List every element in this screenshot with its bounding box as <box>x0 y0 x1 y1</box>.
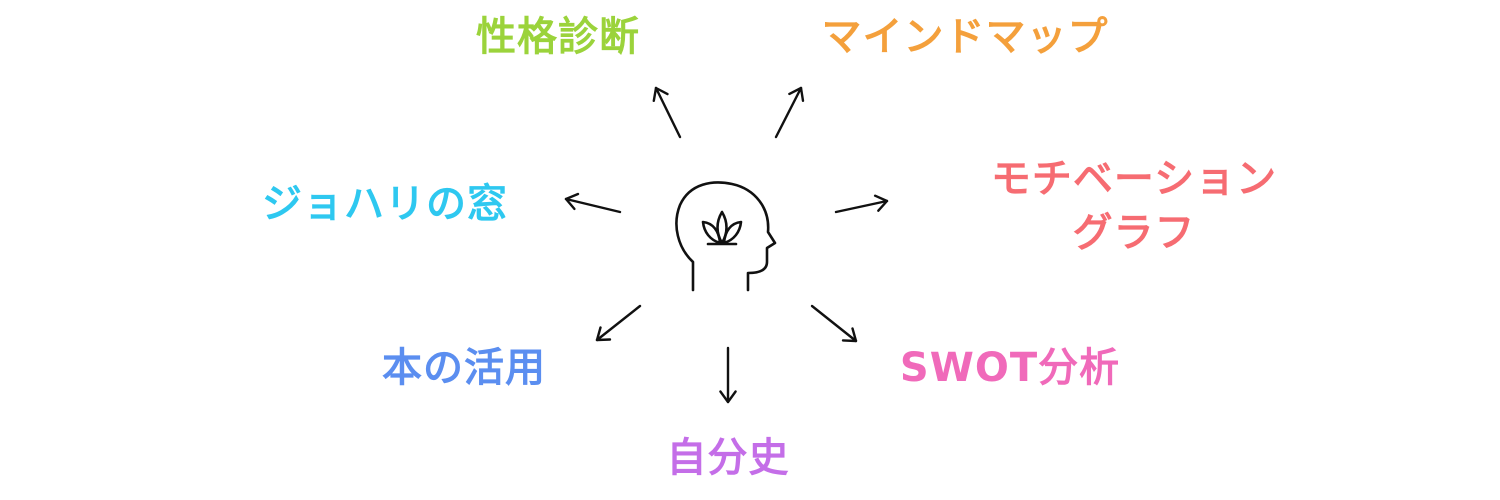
node-label-book-usage: 本の活用 <box>382 345 546 391</box>
arrowhead <box>652 86 669 102</box>
node-label-mind-map: マインドマップ <box>821 14 1109 60</box>
node-label-johari-window: ジョハリの窓 <box>262 181 508 227</box>
node-label-self-history: 自分史 <box>666 435 790 481</box>
arrow-to-motiv <box>834 194 889 214</box>
head-with-lotus-icon <box>675 181 777 292</box>
arrow-to-jibun <box>719 346 737 404</box>
arrow-to-seikaku <box>652 86 682 139</box>
node-label-swot-analysis: SWOT分析 <box>899 345 1121 391</box>
arrowhead <box>788 86 805 102</box>
node-label-seikaku-shindan: 性格診断 <box>476 14 640 60</box>
node-label-motivation-graph: モチベーション グラフ <box>962 152 1306 260</box>
arrowhead <box>873 194 889 212</box>
arrowhead <box>595 326 612 342</box>
arrow-to-mind <box>774 86 805 139</box>
node-label-motivation-line1: モチベーション <box>990 156 1278 202</box>
arrow-to-swot <box>810 304 858 343</box>
arrow-to-johari <box>564 192 622 214</box>
arrowhead <box>841 327 858 343</box>
arrowhead <box>719 390 737 404</box>
node-label-motivation-line2: グラフ <box>1072 210 1196 256</box>
arrow-to-hon <box>595 304 642 342</box>
arrowhead <box>564 192 580 211</box>
